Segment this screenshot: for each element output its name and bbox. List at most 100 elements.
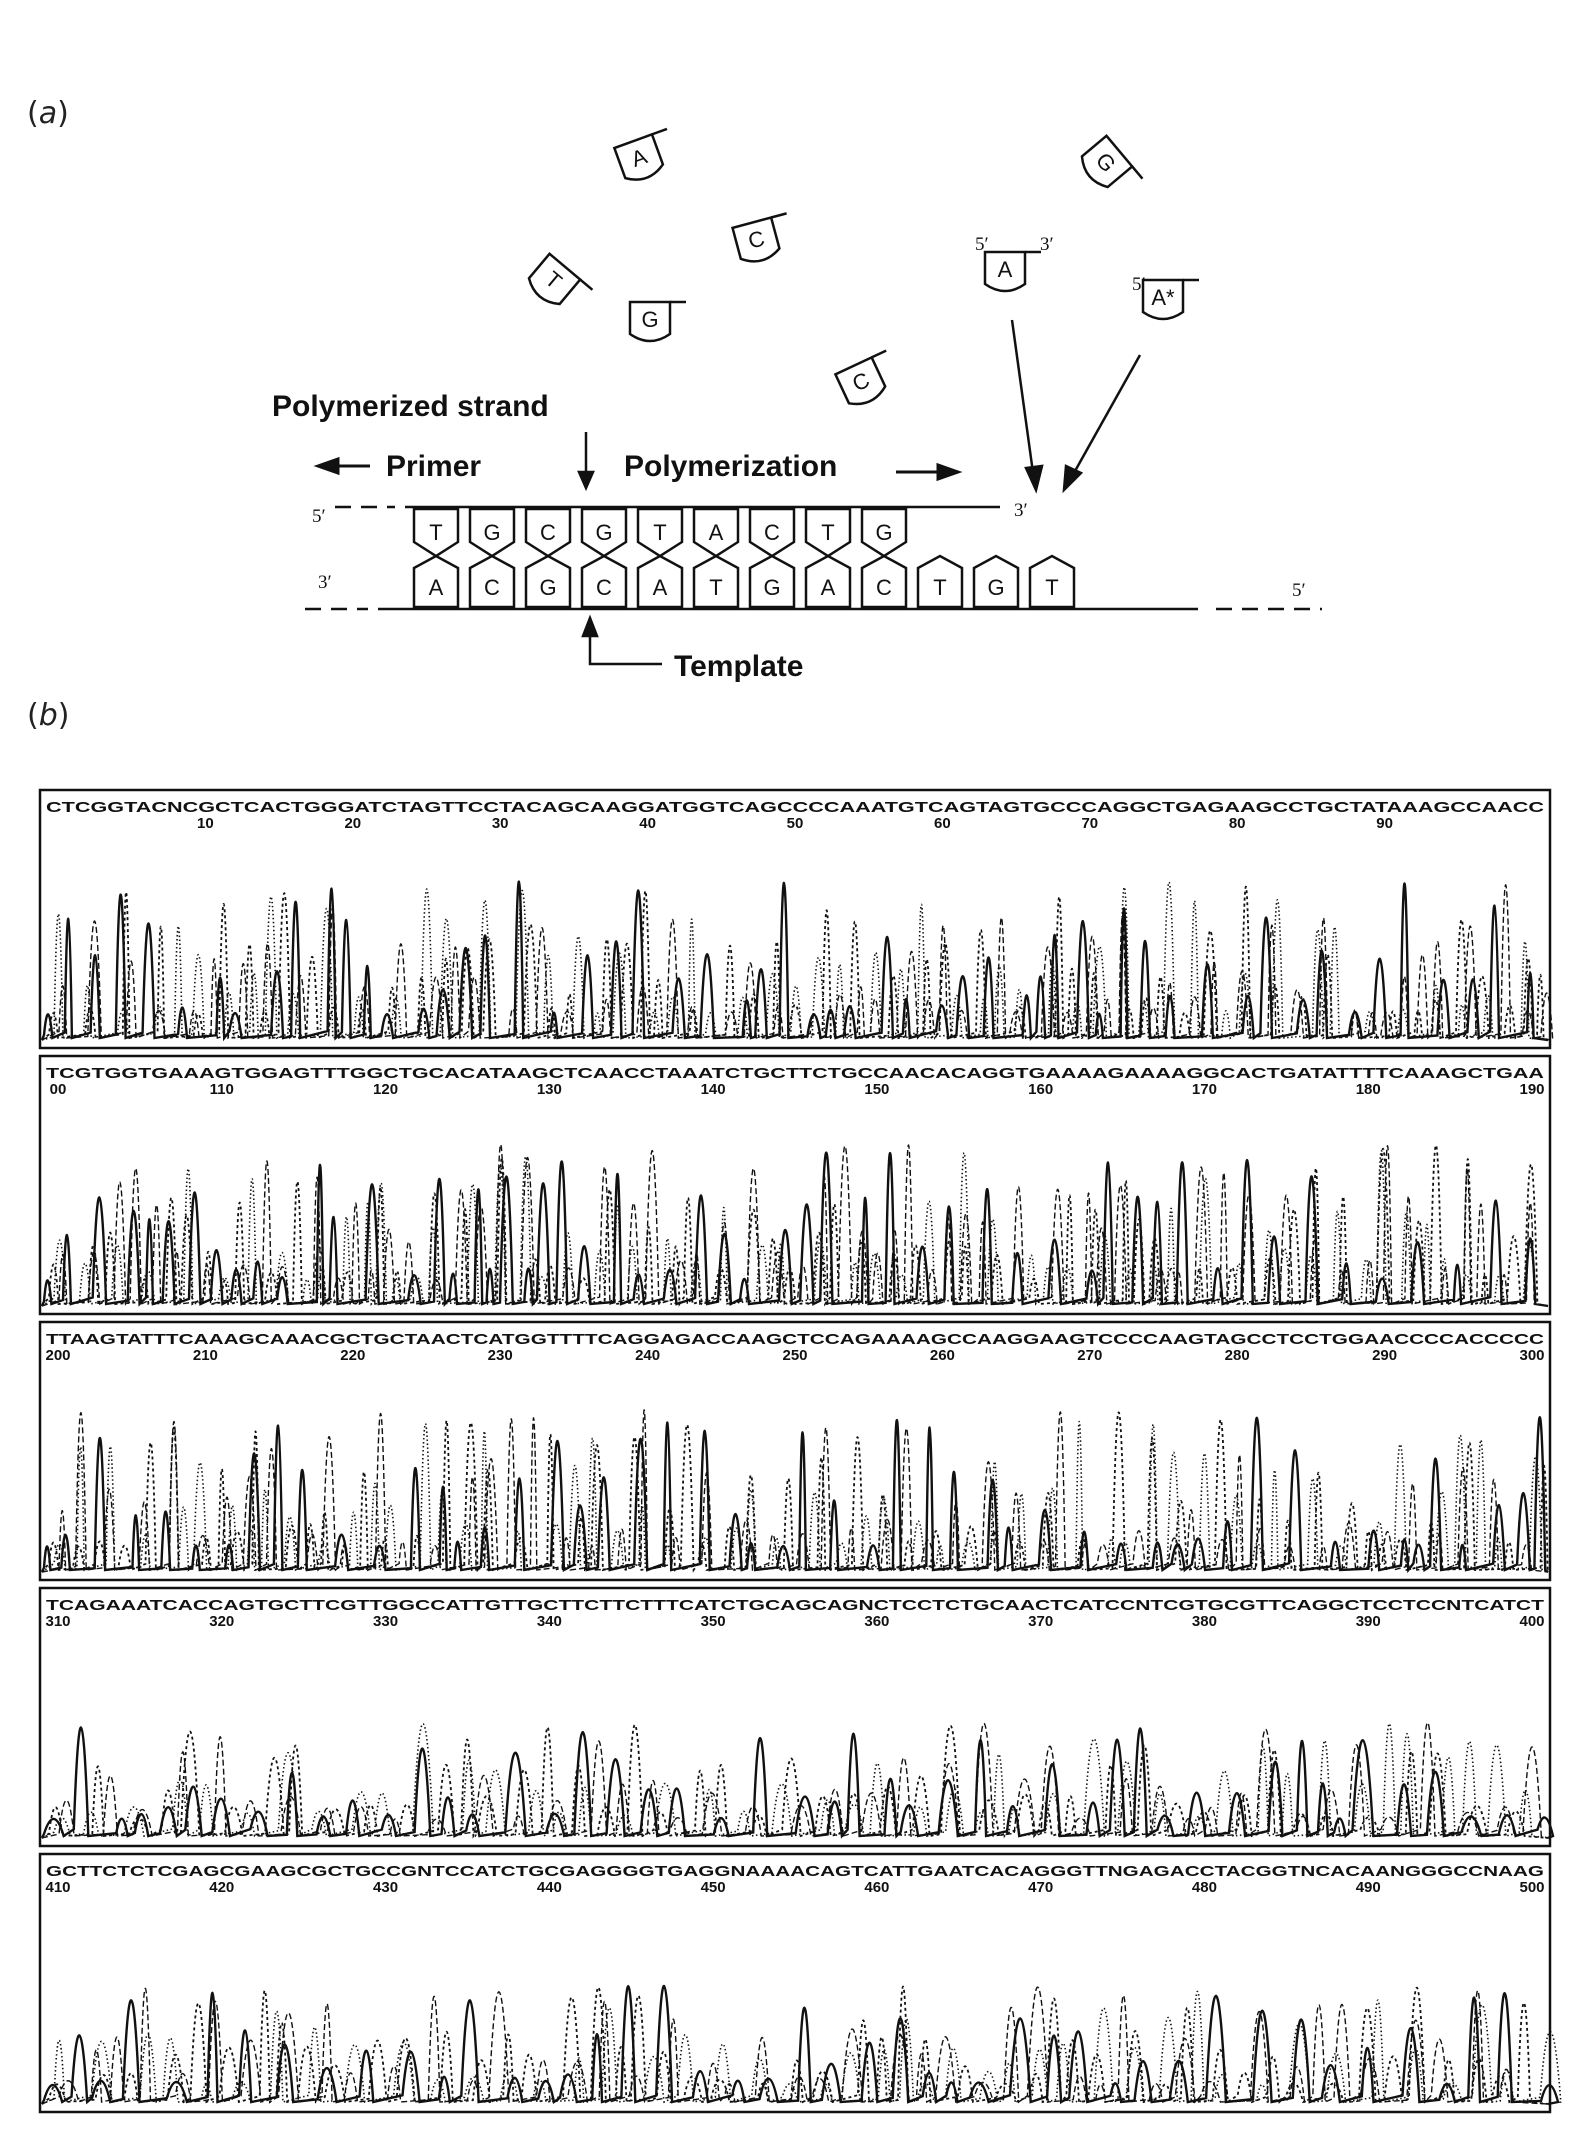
trace-channel-4 <box>41 1986 1549 2105</box>
template-base-2: C <box>468 554 516 609</box>
labelled-5-prime: 5′ <box>1132 274 1146 295</box>
bottom-strand-5-prime: 5′ <box>1292 580 1306 601</box>
position-label: 220 <box>340 1347 365 1364</box>
panel-b-label: (b) <box>27 698 69 733</box>
position-label: 300 <box>1519 1347 1544 1364</box>
position-label: 290 <box>1372 1347 1397 1364</box>
template-base-letter: C <box>484 575 500 600</box>
position-label: 50 <box>787 815 804 832</box>
chromatogram-row-3: TTAAGTATTTCAAAGCAAACGCTGCTAACTCATGGTTTTC… <box>38 1320 1552 1582</box>
polymerized-base-letter: C <box>764 520 780 545</box>
primer-label: Primer <box>386 450 481 483</box>
base-call-sequence: TTAAGTATTTCAAAGCAAACGCTGCTAACTCATGGTTTTC… <box>46 1331 1544 1348</box>
position-label: 350 <box>701 1613 726 1630</box>
panel-a-label-letter: a <box>38 96 58 131</box>
template-base-letter: T <box>933 575 946 600</box>
sequencing-chromatogram: CTCGGTACNCGCTCACTGGGATCTAGTTCCTACAGCAAGG… <box>38 788 1562 2114</box>
polymerized-base-6: A <box>692 507 740 558</box>
chromatogram-row-4: TCAGAAATCACCAGTGCTTCGTTGGCCATTGTTGCTTCTT… <box>38 1586 1555 1848</box>
primer-arrow <box>313 456 370 476</box>
position-label: 280 <box>1225 1347 1250 1364</box>
position-label: 190 <box>1519 1081 1544 1098</box>
position-label: 120 <box>373 1081 398 1098</box>
template-base-8: A <box>804 554 852 609</box>
position-label: 150 <box>864 1081 889 1098</box>
position-label: 00 <box>50 1081 67 1098</box>
base-call-sequence: GCTTCTCTCGAGCGAAGCGCTGCCGNTCCATCTGCGAGGG… <box>46 1863 1544 1880</box>
position-label: 70 <box>1081 815 1098 832</box>
position-label: 140 <box>701 1081 726 1098</box>
position-label: 260 <box>930 1347 955 1364</box>
free-nucleotide-3-letter: C <box>745 225 767 253</box>
template-base-letter: G <box>763 575 780 600</box>
template-base-12: T <box>1028 554 1076 609</box>
free-nucleotide-5: G <box>628 300 686 343</box>
chromatogram-row-frame <box>38 1320 1552 1582</box>
position-label: 460 <box>864 1879 889 1896</box>
polymerized-base-letter: T <box>821 520 834 545</box>
template-arrow <box>581 614 662 666</box>
position-label: 10 <box>197 815 214 832</box>
position-label: 180 <box>1356 1081 1381 1098</box>
polymerized-base-letter: A <box>709 520 724 545</box>
position-label: 110 <box>210 1081 234 1098</box>
polymerized-base-9: G <box>860 507 908 558</box>
trace-channel-2 <box>41 885 1549 1041</box>
panel-a-label-open: ( <box>27 96 39 131</box>
incoming-arrows <box>1010 319 1142 494</box>
chromatogram-row-frame <box>38 1054 1552 1316</box>
polymerization-label: Polymerization <box>624 450 837 483</box>
chromatogram-row-5: GCTTCTCTCGAGCGAAGCGCTGCCGNTCCATCTGCGAGGG… <box>38 1852 1562 2114</box>
position-label: 130 <box>537 1081 562 1098</box>
position-label: 210 <box>193 1347 218 1364</box>
polymerized-base-3: C <box>524 507 572 558</box>
trace-channel-1 <box>40 880 1549 1042</box>
position-label: 30 <box>492 815 509 832</box>
position-label: 90 <box>1376 815 1393 832</box>
base-call-sequence: TCAGAAATCACCAGTGCTTCGTTGGCCATTGTTGCTTCTT… <box>46 1597 1544 1614</box>
position-label: 470 <box>1028 1879 1053 1896</box>
chromatogram-row-frame <box>38 1586 1552 1848</box>
polymerized-strand-label: Polymerized strand <box>272 390 549 423</box>
position-label: 430 <box>373 1879 398 1896</box>
position-label: 410 <box>45 1879 70 1896</box>
incoming-3-prime: 3′ <box>1040 234 1054 255</box>
polymerized-base-2: G <box>468 507 516 558</box>
polymerized-base-4: G <box>580 507 628 558</box>
trace-channel-3 <box>41 881 1549 1041</box>
position-label: 450 <box>701 1879 726 1896</box>
base-call-sequence: TCGTGGTGAAAGTGGAGTTTGGCTGCACATAAGCTCAACC… <box>46 1065 1544 1082</box>
template-base-5: A <box>636 554 684 609</box>
polymerized-base-letter: T <box>653 520 666 545</box>
template-base-7: G <box>748 554 796 609</box>
position-label: 230 <box>488 1347 513 1364</box>
polymerized-base-1: T <box>412 507 460 558</box>
bottom-strand-3-prime: 3′ <box>318 572 332 593</box>
position-label: 20 <box>344 815 361 832</box>
trace-channel-1 <box>40 1726 1555 1840</box>
position-label: 440 <box>537 1879 562 1896</box>
panel-b-label-letter: b <box>38 698 58 733</box>
template-base-6: T <box>692 554 740 609</box>
position-label: 490 <box>1356 1879 1381 1896</box>
trace-channel-2 <box>41 1723 1549 1839</box>
chromatogram-row-1: CTCGGTACNCGCTCACTGGGATCTAGTTCCTACAGCAAGG… <box>38 788 1554 1050</box>
template-base-10: T <box>916 554 964 609</box>
position-label: 330 <box>373 1613 398 1630</box>
trace-channel-1 <box>40 1151 1549 1308</box>
polymerized-base-5: T <box>636 507 684 558</box>
polymerized-base-letter: G <box>875 520 892 545</box>
chromatogram-row-2: TCGTGGTGAAAGTGGAGTTTGGCTGCACATAAGCTCAACC… <box>38 1054 1552 1316</box>
free-nucleotide-6: C <box>833 349 887 406</box>
position-label: 360 <box>864 1613 889 1630</box>
panel-a-label-close: ) <box>57 96 69 131</box>
position-label: 370 <box>1028 1613 1053 1630</box>
trace-channel-4 <box>41 884 1554 1041</box>
position-label: 380 <box>1192 1613 1217 1630</box>
position-label: 400 <box>1519 1613 1544 1630</box>
position-label: 480 <box>1192 1879 1217 1896</box>
trace-channel-3 <box>41 1990 1562 2105</box>
top-strand-3-prime: 3′ <box>1014 500 1028 521</box>
